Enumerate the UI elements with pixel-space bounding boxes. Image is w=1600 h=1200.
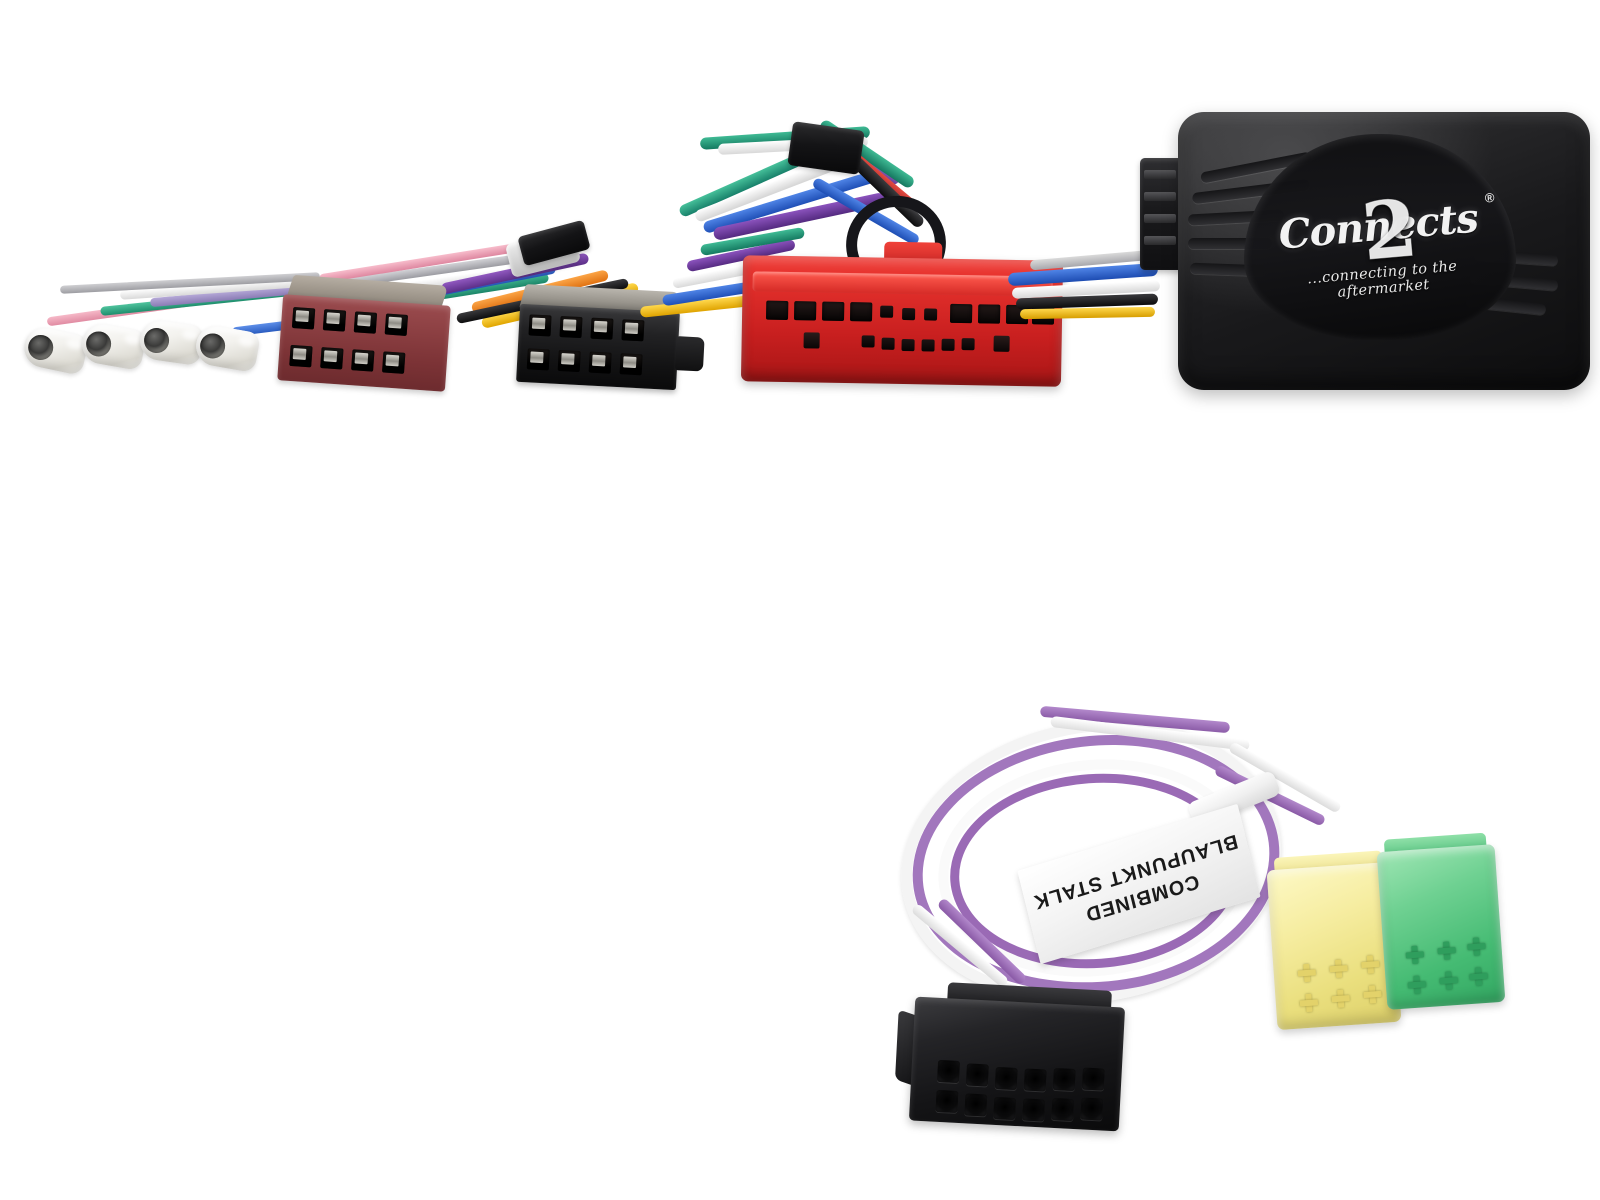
- pin: [291, 306, 316, 330]
- pin: [381, 351, 406, 374]
- pin: [921, 339, 935, 352]
- pin: [1439, 971, 1458, 990]
- pin: [1052, 1067, 1076, 1092]
- pin: [935, 1089, 959, 1113]
- pin: [322, 309, 347, 332]
- pin: [1467, 937, 1486, 956]
- iso-black-connector: [516, 284, 705, 391]
- pin: [353, 311, 378, 334]
- pin: [384, 313, 409, 336]
- module-plug-slot: [1144, 214, 1176, 223]
- iso-black-latch-tab: [674, 336, 705, 372]
- registered-trademark-icon: ®: [1483, 189, 1494, 206]
- red-connector-clip-right: [993, 335, 1010, 352]
- pin: [1405, 945, 1424, 964]
- iso-brown-connector: [277, 274, 451, 392]
- pin: [1051, 1097, 1075, 1122]
- module-plug-slot: [1144, 236, 1176, 245]
- pin: [351, 349, 375, 372]
- pin: [1080, 1097, 1104, 1121]
- bullet-connector-2: [78, 320, 148, 372]
- module-label-panel: [1243, 134, 1516, 340]
- pin: [941, 338, 955, 351]
- pin: [965, 1063, 989, 1087]
- module-vent-rib: [1188, 238, 1272, 249]
- bullet-connector-1: [20, 323, 90, 377]
- pin: [849, 302, 873, 322]
- pin: [621, 319, 645, 342]
- pin: [821, 301, 845, 321]
- pin: [901, 338, 915, 352]
- pin: [526, 348, 550, 371]
- pin: [961, 338, 975, 351]
- pin: [1331, 989, 1350, 1008]
- pin: [320, 347, 344, 370]
- pin: [902, 308, 916, 321]
- pin: [557, 349, 581, 373]
- pin: [1407, 975, 1426, 994]
- pin: [1023, 1068, 1047, 1092]
- pin: [528, 314, 552, 337]
- pin: [1361, 955, 1380, 974]
- pin: [880, 305, 894, 318]
- pin: [1081, 1067, 1105, 1091]
- interface-module: Connects® 2 ...connecting to the afterma…: [1140, 112, 1590, 390]
- pin: [793, 301, 817, 321]
- pin: [289, 344, 313, 368]
- pin: [861, 335, 875, 348]
- connects2-logo: Connects® 2 ...connecting to the afterma…: [1261, 182, 1499, 307]
- pin: [881, 337, 895, 350]
- pin: [1329, 959, 1348, 978]
- pin: [1363, 985, 1382, 1004]
- pin: [964, 1093, 988, 1117]
- pin: [1297, 963, 1316, 982]
- pin: [977, 304, 1001, 324]
- bullet-connector-3: [137, 317, 205, 367]
- pin: [559, 315, 583, 339]
- molex-12-pin-connector: [895, 982, 1126, 1132]
- pin: [1437, 941, 1456, 960]
- pin: [1299, 993, 1318, 1012]
- module-plug-slot: [1144, 170, 1176, 179]
- pin: [994, 1066, 1018, 1091]
- logo-numeral-two: 2: [1358, 182, 1420, 278]
- pin: [924, 308, 938, 321]
- pin: [1469, 967, 1488, 986]
- pin: [588, 351, 612, 374]
- pin: [1022, 1098, 1046, 1122]
- pin: [949, 303, 973, 324]
- pin: [936, 1059, 961, 1083]
- red-connector-clip-left: [803, 332, 820, 349]
- mini-iso-green-connector: [1376, 832, 1506, 1010]
- pin: [993, 1096, 1017, 1120]
- bundle-tape-wrap: [787, 121, 865, 175]
- wire-module-yellow: [1019, 306, 1156, 320]
- module-plug-slot: [1144, 192, 1176, 201]
- pin: [590, 317, 614, 340]
- pin: [619, 353, 643, 376]
- pin: [766, 300, 789, 321]
